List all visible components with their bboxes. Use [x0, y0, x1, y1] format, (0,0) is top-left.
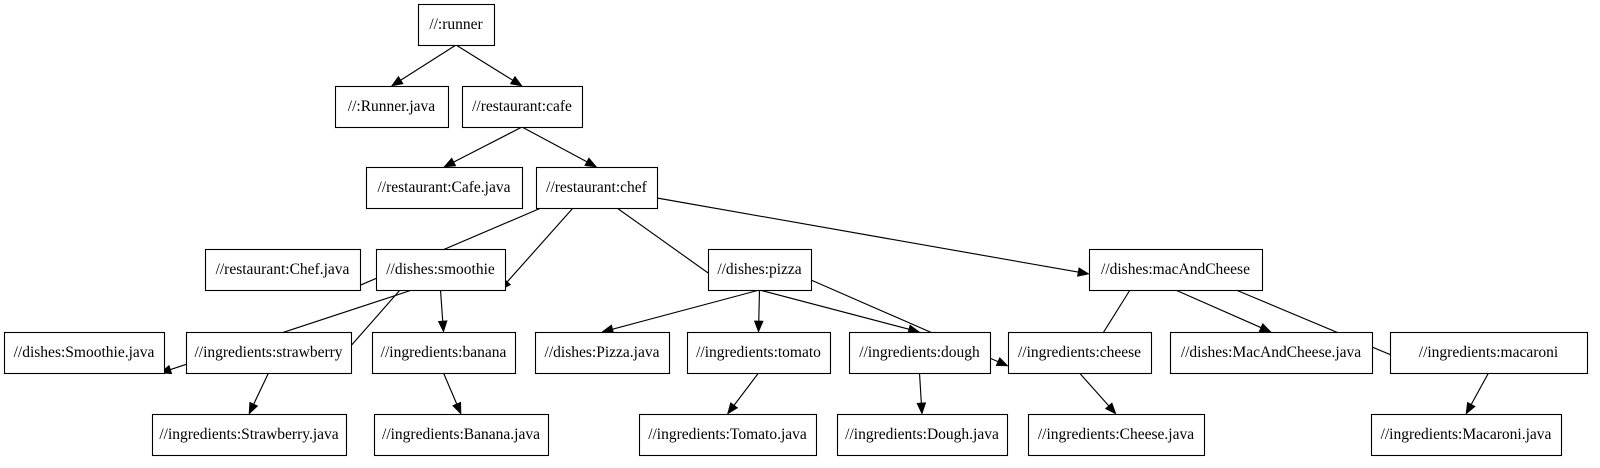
- graph-edge: [727, 372, 759, 415]
- graph-node-ing-dough[interactable]: //ingredients:dough: [848, 331, 992, 375]
- node-label: //ingredients:Macaroni.java: [1381, 426, 1552, 443]
- node-label: //ingredients:macaroni: [1419, 344, 1559, 361]
- node-box[interactable]: [375, 248, 507, 292]
- node-label: //ingredients:banana: [381, 344, 507, 361]
- node-box[interactable]: [204, 248, 362, 292]
- node-box[interactable]: [1027, 413, 1206, 457]
- graph-node-dough-java[interactable]: //ingredients:Dough.java: [836, 413, 1009, 457]
- graph-node-ing-strawberry[interactable]: //ingredients:strawberry: [185, 331, 353, 375]
- node-box[interactable]: [707, 248, 813, 292]
- node-label: //restaurant:Cafe.java: [378, 179, 511, 196]
- node-box[interactable]: [334, 85, 450, 129]
- node-label: //:Runner.java: [348, 98, 436, 115]
- node-box[interactable]: [151, 413, 348, 457]
- node-label: //restaurant:Chef.java: [216, 261, 350, 278]
- node-label: //ingredients:Strawberry.java: [159, 426, 338, 443]
- edges-layer: [159, 44, 1490, 415]
- graph-node-restaurant-cafe[interactable]: //restaurant:cafe: [461, 85, 584, 129]
- node-box[interactable]: [371, 331, 517, 375]
- graph-node-runner-java[interactable]: //:Runner.java: [334, 85, 450, 129]
- graph-node-dishes-smoothie[interactable]: //dishes:smoothie: [375, 248, 507, 292]
- node-box[interactable]: [1169, 331, 1374, 375]
- node-box[interactable]: [185, 331, 353, 375]
- node-label: //ingredients:Banana.java: [382, 426, 540, 443]
- graph-node-runner[interactable]: //:runner: [417, 3, 496, 47]
- graph-edge: [521, 126, 598, 168]
- graph-node-ing-cheese[interactable]: //ingredients:cheese: [1007, 331, 1153, 375]
- graph-node-macaroni-java[interactable]: //ingredients:Macaroni.java: [1370, 413, 1563, 457]
- graph-node-cafe-java[interactable]: //restaurant:Cafe.java: [365, 166, 524, 210]
- node-box[interactable]: [686, 331, 832, 375]
- graph-node-pizza-java[interactable]: //dishes:Pizza.java: [534, 331, 671, 375]
- node-box[interactable]: [365, 166, 524, 210]
- node-label: //ingredients:Tomato.java: [648, 426, 807, 443]
- graph-edge: [759, 289, 921, 334]
- graph-edge: [1175, 289, 1272, 333]
- node-label: //ingredients:cheese: [1018, 344, 1141, 361]
- graph-edge: [601, 289, 760, 334]
- graph-edge: [916, 372, 927, 415]
- node-label: //ingredients:Cheese.java: [1038, 426, 1194, 443]
- graph-edge: [455, 44, 523, 87]
- graph-node-banana-java[interactable]: //ingredients:Banana.java: [373, 413, 550, 457]
- node-label: //ingredients:tomato: [696, 344, 821, 361]
- graph-node-smoothie-java[interactable]: //dishes:Smoothie.java: [3, 331, 166, 375]
- node-label: //dishes:macAndCheese: [1101, 261, 1250, 278]
- node-box[interactable]: [1007, 331, 1153, 375]
- node-box[interactable]: [461, 85, 584, 129]
- graph-edge: [1079, 372, 1117, 415]
- graph-edge: [442, 372, 462, 415]
- node-box[interactable]: [373, 413, 550, 457]
- graph-node-restaurant-chef[interactable]: //restaurant:chef: [535, 166, 659, 210]
- node-box[interactable]: [535, 166, 659, 210]
- graph-edge: [443, 126, 523, 168]
- node-label: //dishes:MacAndCheese.java: [1181, 344, 1361, 361]
- node-box[interactable]: [1389, 331, 1589, 375]
- node-label: //ingredients:strawberry: [194, 344, 342, 361]
- node-label: //dishes:Smoothie.java: [14, 344, 155, 361]
- node-box[interactable]: [417, 3, 496, 47]
- node-box[interactable]: [638, 413, 818, 457]
- node-box[interactable]: [534, 331, 671, 375]
- node-box[interactable]: [836, 413, 1009, 457]
- graph-node-dishes-macandchee[interactable]: //dishes:macAndCheese: [1088, 248, 1264, 292]
- graph-edge: [1465, 372, 1490, 415]
- node-label: //ingredients:Dough.java: [845, 426, 999, 443]
- graph-edge: [390, 44, 457, 87]
- graph-node-ing-tomato[interactable]: //ingredients:tomato: [686, 331, 832, 375]
- graph-node-strawberry-java[interactable]: //ingredients:Strawberry.java: [151, 413, 348, 457]
- graph-node-ing-banana[interactable]: //ingredients:banana: [371, 331, 517, 375]
- node-label: //dishes:pizza: [717, 261, 801, 278]
- graph-node-macandcheese-java[interactable]: //dishes:MacAndCheese.java: [1169, 331, 1374, 375]
- node-box[interactable]: [1088, 248, 1264, 292]
- graph-edge: [656, 197, 1090, 277]
- node-label: //restaurant:cafe: [472, 98, 572, 115]
- graph-node-ing-macaroni[interactable]: //ingredients:macaroni: [1389, 331, 1589, 375]
- graph-node-chef-java[interactable]: //restaurant:Chef.java: [204, 248, 362, 292]
- nodes-layer: //:runner //:Runner.java //restaurant:cafe…: [3, 3, 1589, 457]
- node-box[interactable]: [848, 331, 992, 375]
- node-label: //restaurant:chef: [546, 179, 648, 196]
- node-label: //dishes:Pizza.java: [545, 344, 660, 361]
- graph-node-dishes-pizza[interactable]: //dishes:pizza: [707, 248, 813, 292]
- node-box[interactable]: [1370, 413, 1563, 457]
- node-label: //dishes:smoothie: [386, 261, 495, 278]
- graph-edge: [437, 289, 448, 333]
- graph-node-cheese-java[interactable]: //ingredients:Cheese.java: [1027, 413, 1206, 457]
- graph-edge: [753, 289, 764, 333]
- node-box[interactable]: [3, 331, 166, 375]
- graph-node-tomato-java[interactable]: //ingredients:Tomato.java: [638, 413, 818, 457]
- node-label: //ingredients:dough: [859, 344, 980, 361]
- node-label: //:runner: [429, 16, 483, 33]
- graph-edge: [248, 372, 270, 415]
